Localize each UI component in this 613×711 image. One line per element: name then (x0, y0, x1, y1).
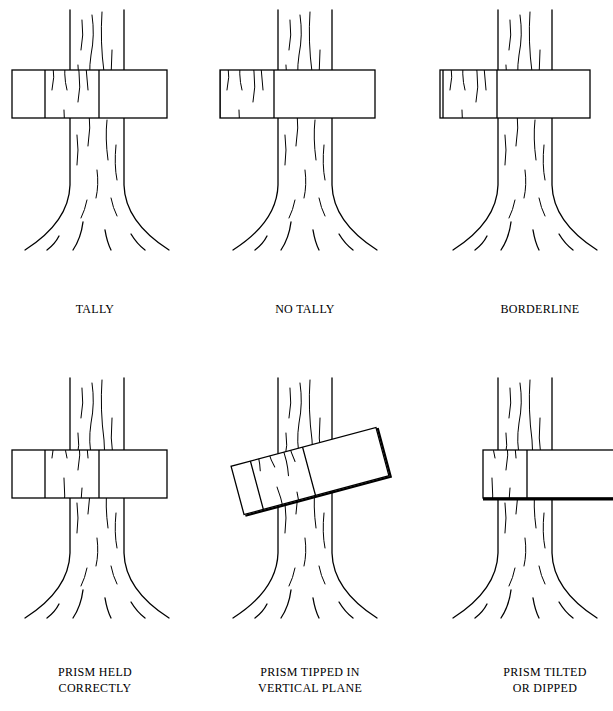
prism-edge (483, 498, 613, 501)
prism (231, 427, 389, 514)
tree (233, 10, 377, 250)
caption-label: BORDERLINE (480, 301, 600, 317)
prism-image (483, 450, 572, 498)
prism-edge (232, 428, 390, 516)
tree (453, 10, 597, 250)
prism-image (12, 450, 144, 498)
prism-fill (231, 427, 389, 514)
caption-label: TALLY (35, 301, 155, 317)
prism (220, 70, 375, 118)
caption-label: NO TALLY (245, 301, 365, 317)
prism (12, 70, 167, 118)
prism-fill (12, 450, 167, 498)
prism-image (231, 427, 389, 514)
prism-image (12, 70, 144, 118)
caption-label: PRISM TILTED OR DIPPED (495, 664, 595, 696)
prism-fill (483, 450, 613, 498)
prism (12, 450, 167, 498)
prism-image (220, 70, 319, 118)
prism-image (440, 70, 542, 118)
tree (25, 10, 169, 250)
prism (483, 450, 613, 498)
prism (440, 70, 590, 118)
prism-fill (12, 70, 167, 118)
caption-label: PRISM TIPPED IN VERTICAL PLANE (245, 664, 375, 696)
prism-fill (220, 70, 375, 118)
tipped-prism (189, 361, 422, 639)
caption-label: PRISM HELD CORRECTLY (45, 664, 145, 696)
